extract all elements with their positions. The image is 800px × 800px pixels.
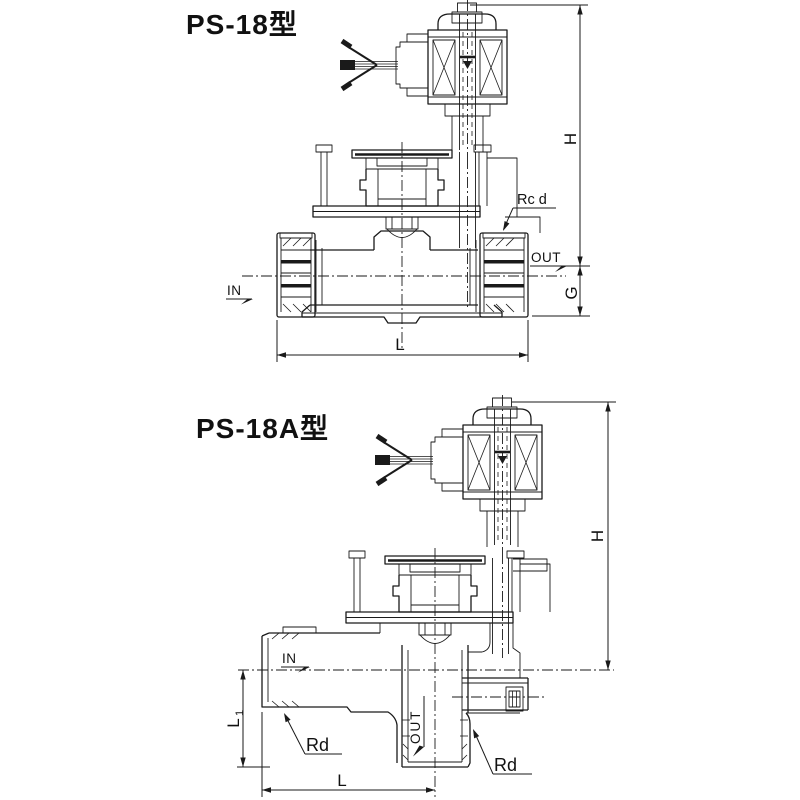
centerlines	[242, 142, 566, 348]
centerlines	[238, 548, 614, 797]
figure-title: PS-18型	[186, 9, 298, 40]
figure-ps18: PS-18型	[186, 0, 590, 362]
inlet-port-thread	[276, 232, 316, 318]
valve-bonnet	[344, 549, 552, 678]
rcd-callout-label: Rc d	[517, 192, 547, 208]
solenoid-coil	[375, 395, 542, 553]
out-label: OUT	[408, 710, 423, 745]
angle-valve-body	[261, 623, 491, 768]
l1-dimension-label: L	[224, 718, 243, 727]
l1-dimension-subscript: 1	[234, 710, 246, 716]
rd-inlet-label: Rd	[306, 735, 329, 755]
rd-outlet-label: Rd	[494, 755, 517, 775]
outlet-port-thread	[479, 232, 529, 318]
label-out: OUT	[408, 696, 425, 757]
dimension-h: H	[470, 4, 588, 266]
dimension-l: L	[261, 712, 435, 797]
solenoid-coil	[340, 0, 507, 158]
label-out: OUT	[530, 250, 567, 272]
g-dimension-label: G	[562, 286, 581, 299]
h-dimension-label: H	[588, 530, 607, 542]
l-dimension-label: L	[395, 335, 404, 354]
out-label: OUT	[531, 250, 561, 265]
label-in: IN	[281, 651, 310, 673]
thread-callout-rcd: Rc d	[503, 192, 556, 231]
figure-title: PS-18A型	[196, 413, 329, 444]
dimension-l1: L 1	[224, 670, 270, 768]
label-in: IN	[226, 283, 253, 305]
dimension-g: G	[532, 265, 590, 317]
h-dimension-label: H	[561, 133, 580, 145]
dimension-h: H	[512, 401, 616, 670]
in-label: IN	[282, 651, 297, 666]
l-dimension-label: L	[337, 771, 346, 790]
dimension-l: L	[276, 320, 529, 362]
thread-callout-rd-inlet: Rd	[284, 713, 342, 755]
side-flange-and-bolt	[462, 677, 529, 768]
in-label: IN	[227, 283, 242, 298]
thread-callout-rd-outlet: Rd	[473, 729, 532, 775]
figure-ps18a: PS-18A型	[196, 395, 616, 797]
